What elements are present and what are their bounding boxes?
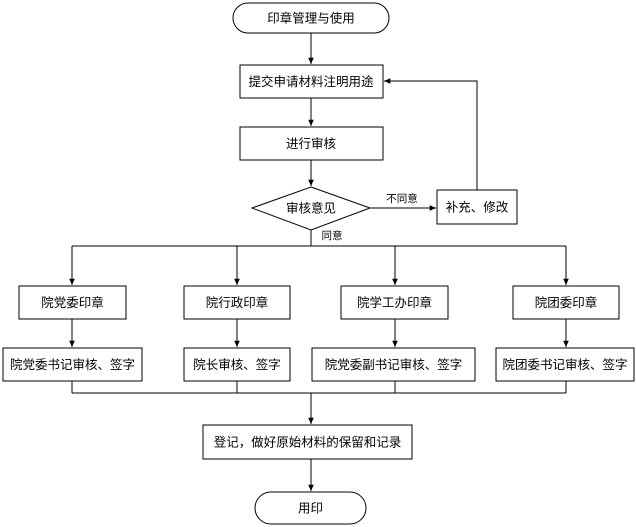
decision-label: 审核意见	[286, 201, 336, 216]
party-seal-box	[18, 285, 127, 320]
dean-sign-label: 院长审核、签字	[193, 357, 281, 372]
disagree-edge-label: 不同意	[386, 192, 418, 205]
use-terminator	[254, 491, 367, 525]
register-label: 登记，做好原始材料的保留和记录	[214, 435, 402, 450]
admin-seal-box	[183, 285, 291, 320]
supplement-label: 补充、修改	[446, 200, 509, 215]
review-label: 进行审核	[286, 136, 337, 151]
start-terminator	[232, 2, 390, 34]
submit-box	[239, 64, 384, 99]
review-box	[239, 126, 384, 161]
league-sign-label: 院团委书记审核、签字	[502, 357, 627, 372]
supplement-box	[436, 189, 518, 225]
connectors	[69, 33, 569, 491]
league-seal-box	[512, 285, 620, 320]
agree-edge-label: 同意	[322, 229, 343, 242]
dean-sign-box	[183, 347, 291, 382]
student-seal-box	[340, 285, 449, 320]
register-box	[202, 424, 413, 460]
student-seal-label: 院学工办印章	[357, 295, 432, 310]
league-seal-label: 院团委印章	[535, 295, 598, 310]
party-sign-label: 院党委书记审核、签字	[10, 357, 135, 372]
arrow-supplement-to-submit	[384, 78, 478, 190]
start-label: 印章管理与使用	[267, 11, 355, 26]
admin-seal-label: 院行政印章	[206, 295, 269, 310]
deputy-sign-box	[311, 347, 476, 382]
party-seal-label: 院党委印章	[41, 295, 104, 310]
league-sign-box	[495, 347, 635, 382]
deputy-sign-label: 院党委副书记审核、签字	[325, 357, 463, 372]
use-label: 用印	[298, 501, 323, 516]
party-sign-box	[2, 347, 143, 382]
decision-diamond	[250, 186, 372, 231]
submit-label: 提交申请材料注明用途	[248, 74, 374, 89]
